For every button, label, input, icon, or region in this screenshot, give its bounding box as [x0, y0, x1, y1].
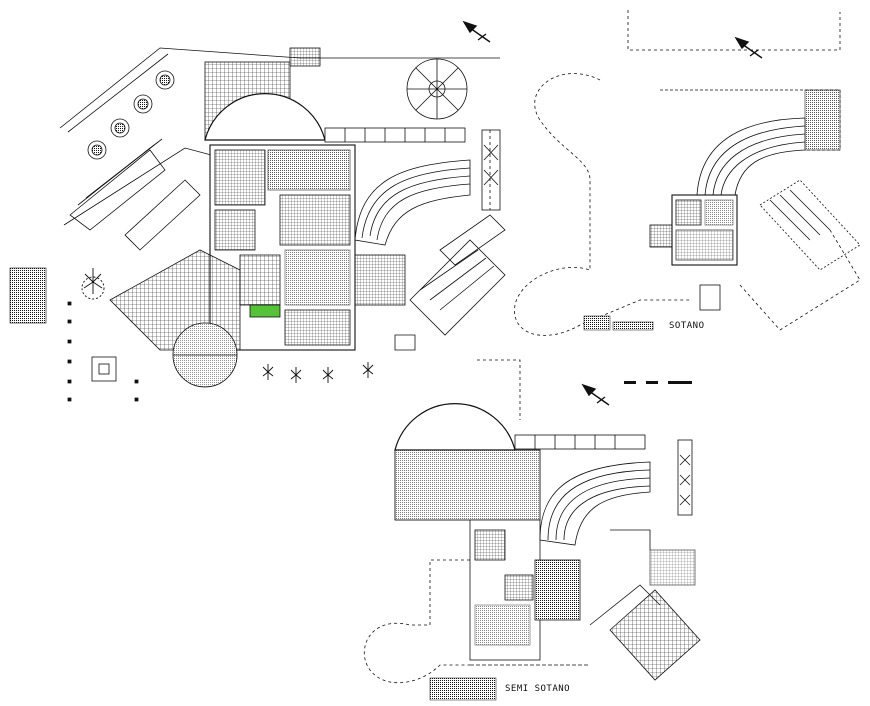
legend-block — [583, 315, 654, 331]
tree-symbol-icon — [81, 268, 374, 383]
legend-block — [9, 267, 47, 324]
north-arrow-icon — [462, 20, 491, 43]
north-arrow-icon — [581, 383, 610, 406]
sotano-label: SOTANO — [669, 321, 705, 331]
main-floor-plan — [59, 47, 506, 402]
sotano-floor-plan — [514, 10, 861, 336]
legend-block — [429, 677, 497, 701]
north-arrow-icon — [734, 36, 763, 59]
scale-bar — [624, 381, 692, 384]
semi-sotano-floor-plan — [363, 359, 701, 684]
semi-sotano-label: SEMI SOTANO — [505, 684, 571, 694]
